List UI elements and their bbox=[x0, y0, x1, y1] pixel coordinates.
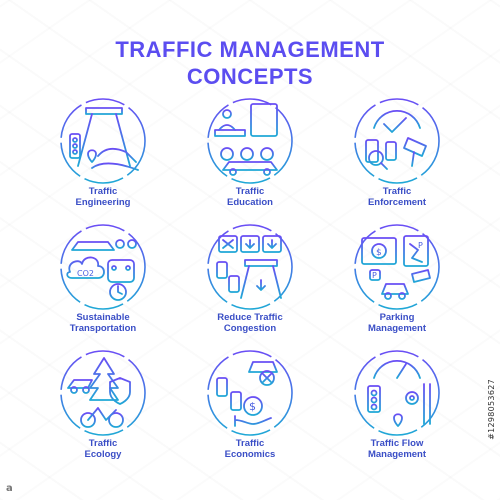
svg-text:$: $ bbox=[376, 248, 382, 258]
svg-text:$: $ bbox=[249, 400, 256, 413]
concept-label: Traffic Engineering bbox=[75, 186, 131, 208]
concept-traffic-ecology: Traffic Ecology bbox=[48, 348, 158, 466]
concepts-grid: Traffic Engineering Traffic Education bbox=[48, 96, 452, 476]
title-line-1: TRAFFIC MANAGEMENT bbox=[115, 37, 385, 62]
concept-label: Sustainable Transportation bbox=[69, 312, 137, 334]
parking-management-icon: $ P P bbox=[354, 224, 440, 310]
concept-label: Parking Management bbox=[367, 312, 427, 334]
concept-traffic-economics: $ Traffic Economics bbox=[195, 348, 305, 466]
concept-sustainable-transportation: CO2 Sustainable Transportation bbox=[48, 222, 158, 340]
traffic-economics-icon: $ bbox=[207, 350, 293, 436]
stock-id: #1298053627 bbox=[487, 379, 496, 440]
concept-parking-management: $ P P Parking Management bbox=[342, 222, 452, 340]
concept-label: Reduce Traffic Congestion bbox=[217, 312, 283, 334]
concept-label: Traffic Ecology bbox=[84, 438, 122, 460]
concept-traffic-enforcement: Traffic Enforcement bbox=[342, 96, 452, 214]
concept-label: Traffic Economics bbox=[224, 438, 276, 460]
page-title: TRAFFIC MANAGEMENT CONCEPTS bbox=[0, 36, 500, 90]
concept-traffic-education: Traffic Education bbox=[195, 96, 305, 214]
concept-label: Traffic Enforcement bbox=[367, 186, 427, 208]
sustainable-transportation-icon: CO2 bbox=[60, 224, 146, 310]
concept-traffic-engineering: Traffic Engineering bbox=[48, 96, 158, 214]
title-line-2: CONCEPTS bbox=[186, 64, 314, 89]
reduce-congestion-icon bbox=[207, 224, 293, 310]
watermark-logo: a bbox=[6, 483, 13, 494]
concept-reduce-congestion: Reduce Traffic Congestion bbox=[195, 222, 305, 340]
concept-label: Traffic Education bbox=[227, 186, 273, 208]
traffic-education-icon bbox=[207, 98, 293, 184]
concept-traffic-flow-management: Traffic Flow Management bbox=[342, 348, 452, 466]
svg-text:CO2: CO2 bbox=[77, 269, 94, 278]
traffic-flow-icon bbox=[354, 350, 440, 436]
concept-label: Traffic Flow Management bbox=[367, 438, 427, 460]
svg-text:P: P bbox=[418, 241, 423, 250]
svg-text:P: P bbox=[372, 271, 377, 280]
traffic-enforcement-icon bbox=[354, 98, 440, 184]
traffic-engineering-icon bbox=[60, 98, 146, 184]
traffic-ecology-icon bbox=[60, 350, 146, 436]
